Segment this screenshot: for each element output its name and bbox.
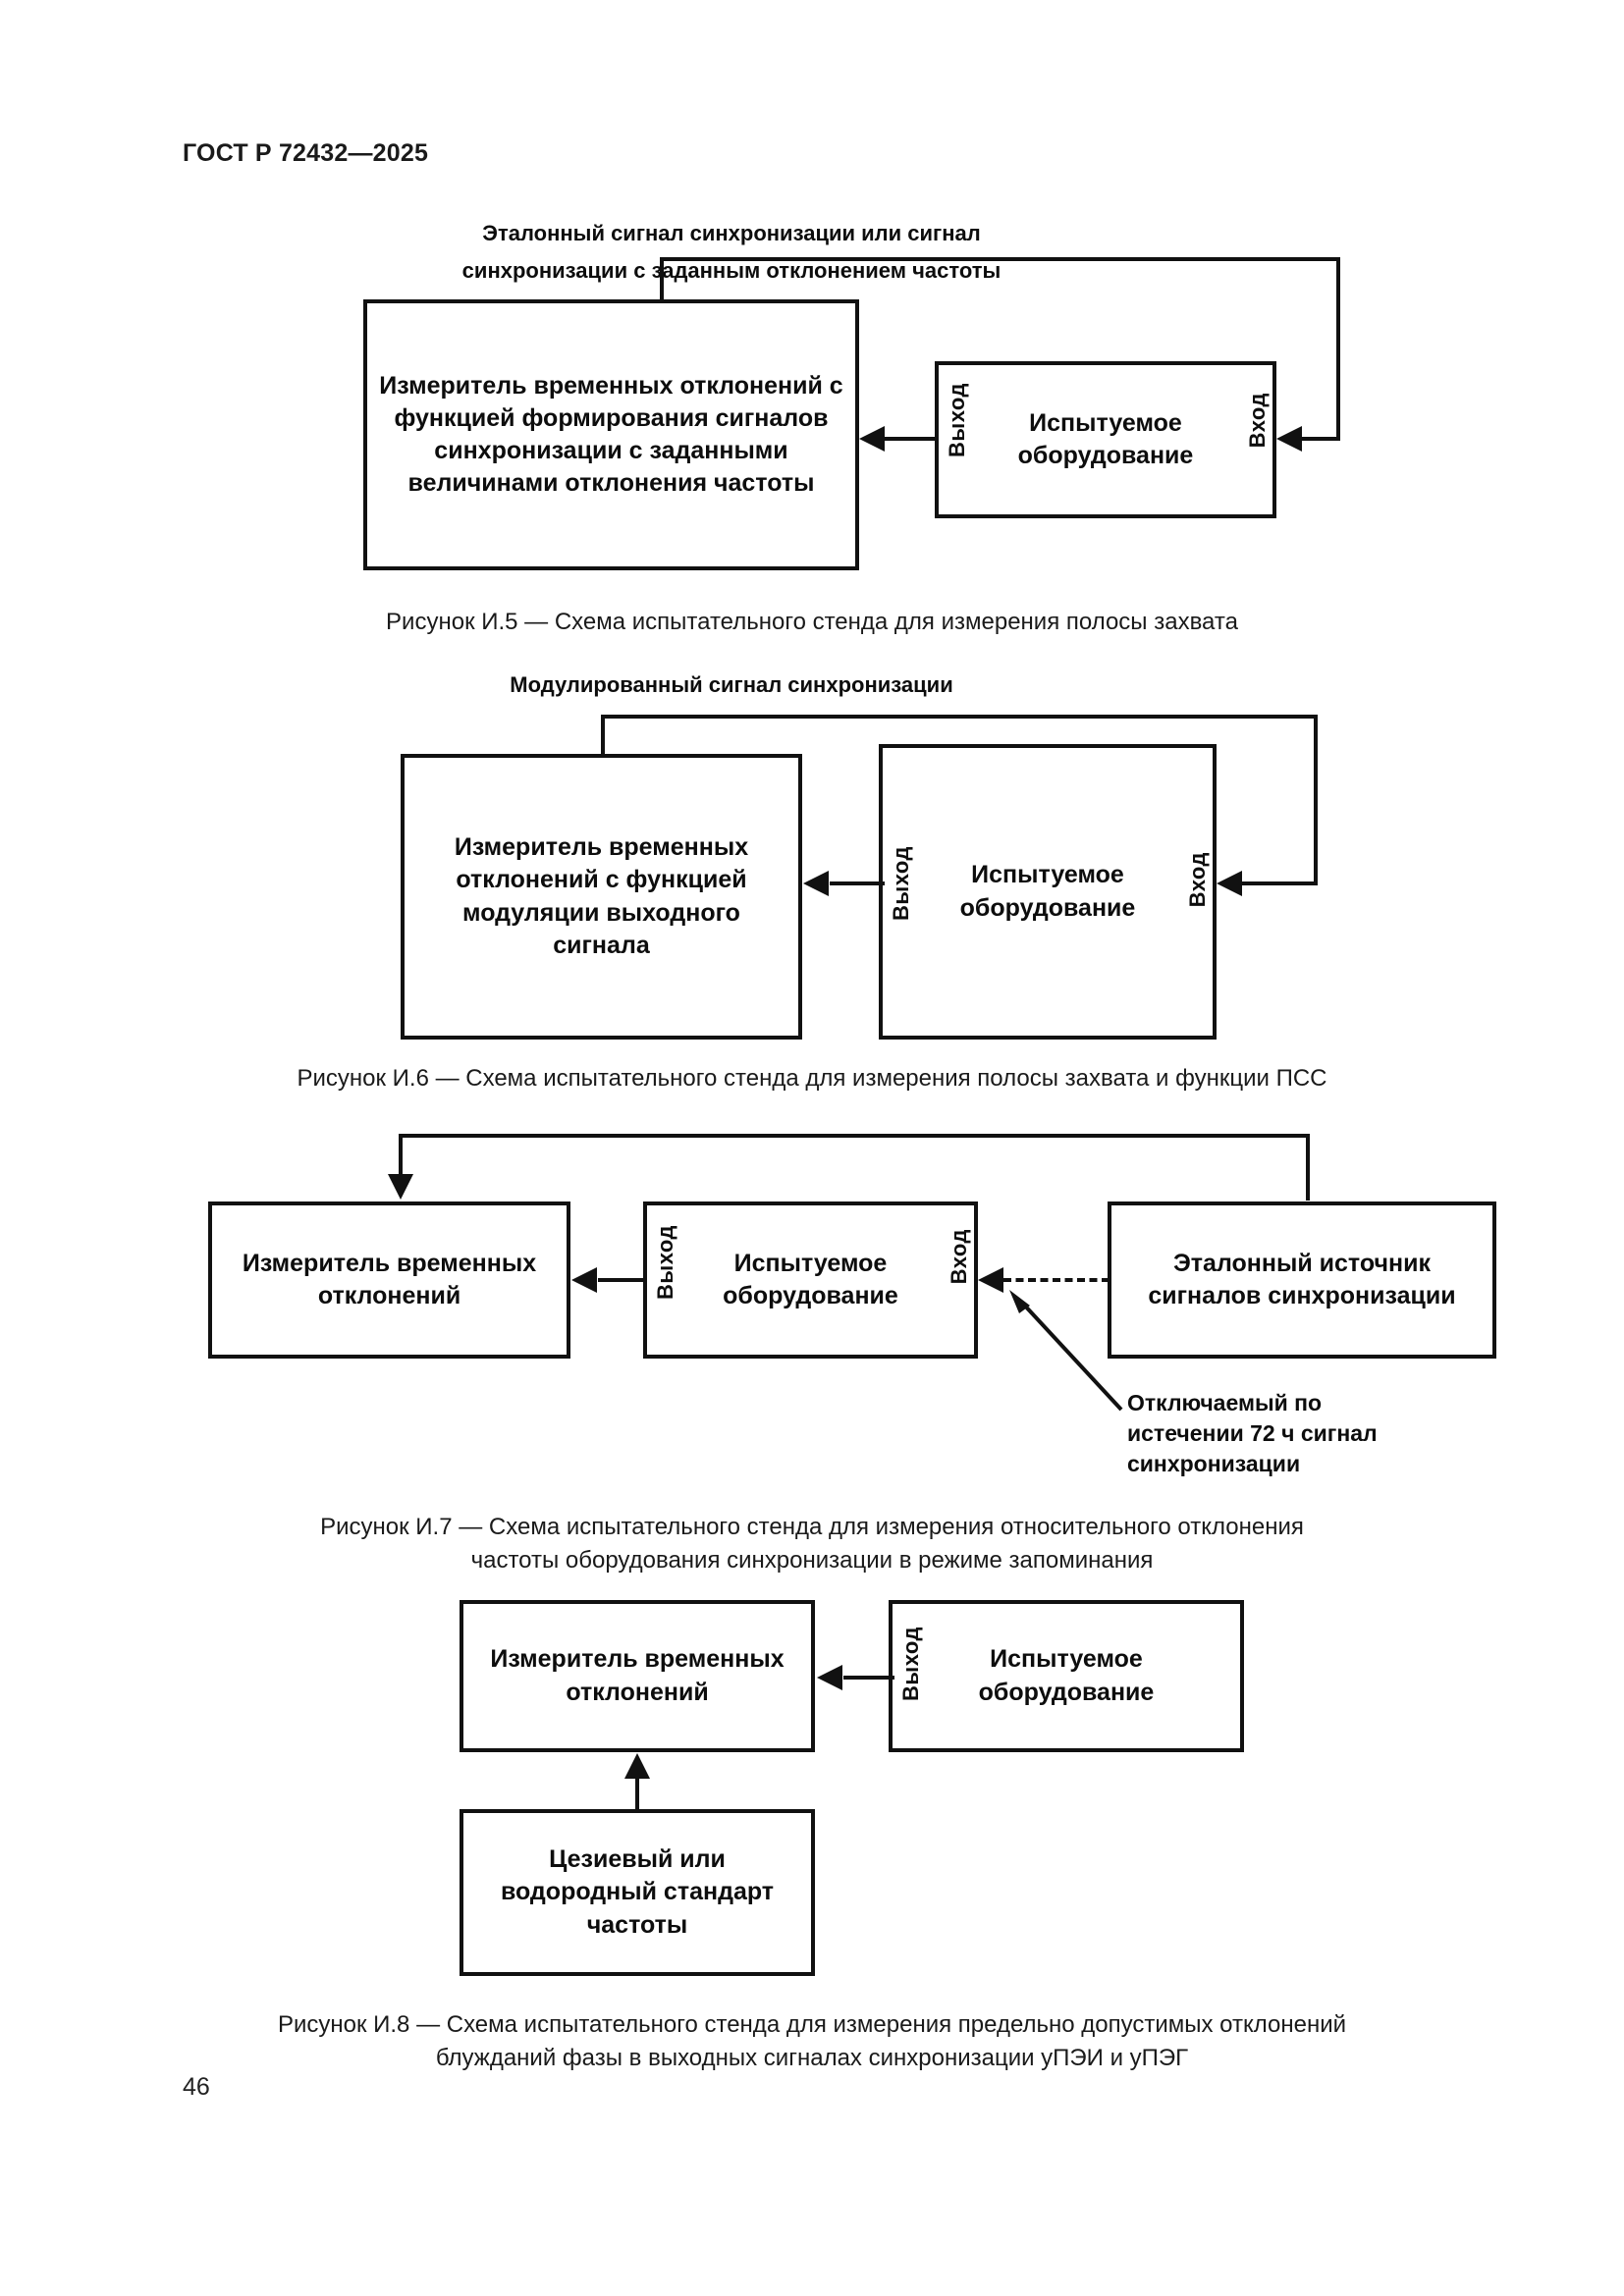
figure-i6-meter-box: Измеритель временных отклонений с функци…	[401, 754, 802, 1040]
figure-i6-caption: Рисунок И.6 — Схема испытательного стенд…	[297, 1065, 1327, 1092]
figure-i7-output-line	[598, 1278, 647, 1282]
figure-i7-meter-box: Измеритель временных отклонений	[208, 1201, 570, 1359]
figure-i5-feedback-top-horizontal	[660, 257, 1340, 261]
figure-i5-input-line	[1302, 437, 1340, 441]
figure-i7-annotation: Отключаемый по истечении 72 ч сигнал син…	[1127, 1390, 1378, 1477]
figure-i7-annotation-leader	[1009, 1290, 1123, 1412]
figure-i8-equipment-box-label: Испытуемое оборудование	[978, 1645, 1155, 1706]
figure-i7-reference-box-label: Эталонный источник сигналов синхронизаци…	[1148, 1249, 1456, 1309]
figure-i5-input-arrowhead	[1276, 426, 1302, 452]
figure-i5-signal-label-line1: Эталонный сигнал синхронизации или сигна…	[482, 221, 981, 245]
figure-i8-standard-box-label: Цезиевый или водородный стандарт частоты	[500, 1845, 775, 1939]
figure-i5-feedback-right-vertical	[1336, 257, 1340, 439]
figure-i8-meter-box-label: Измеритель временных отклонений	[490, 1645, 785, 1706]
figure-i6-meter-box-label: Измеритель временных отклонений с функци…	[454, 833, 749, 959]
figure-i5-signal-label-line2: синхронизации с заданным отклонением час…	[461, 258, 1001, 283]
figure-i8-caption-line2: блужданий фазы в выходных сигналах синхр…	[435, 2045, 1189, 2071]
figure-i8-output-arrowhead	[817, 1665, 842, 1690]
figure-i7-equipment-box-label: Испытуемое оборудование	[723, 1249, 898, 1309]
figure-i7-meter-box-label: Измеритель временных отклонений	[242, 1249, 537, 1309]
standard-header: ГОСТ Р 72432—2025	[183, 139, 429, 167]
figure-i5-caption: Рисунок И.5 — Схема испытательного стенд…	[386, 609, 1238, 635]
figure-i6-feedback-top-horizontal	[601, 715, 1318, 719]
figure-i8-meter-box: Измеритель временных отклонений	[460, 1600, 815, 1752]
figure-i5-feedback-left-vertical	[660, 257, 664, 302]
figure-i7-meter-input-arrowhead	[388, 1174, 413, 1200]
figure-i7-equipment-box: Испытуемое оборудование	[643, 1201, 978, 1359]
figure-i8-output-line	[843, 1676, 894, 1680]
figure-i8-caption-line1: Рисунок И.8 — Схема испытательного стенд…	[277, 2011, 1347, 2038]
figure-i7-sync-arrowhead	[978, 1267, 1003, 1293]
figure-i7-sync-dashed-line	[1003, 1278, 1110, 1282]
figure-i5-diagram: Эталонный сигнал синхронизации или сигна…	[0, 0, 1624, 635]
figure-i6-feedback-left-vertical	[601, 715, 605, 756]
figure-i6-equipment-box-label: Испытуемое оборудование	[959, 861, 1136, 922]
figure-i7-caption-line2: частоты оборудования синхронизации в реж…	[470, 1547, 1154, 1574]
figure-i6-output-line	[830, 881, 885, 885]
figure-i7-diagram: Измеритель временных отклонений Испытуем…	[208, 1134, 1496, 1574]
figure-i8-output-port-label: Выход	[898, 1627, 923, 1701]
figure-i8-standard-line	[635, 1777, 639, 1812]
figure-i8-diagram: Измеритель временных отклонений Испытуем…	[277, 1600, 1347, 2071]
figure-i5-equipment-box-label: Испытуемое оборудование	[1017, 408, 1194, 469]
figure-i5-output-arrowhead	[859, 426, 885, 452]
figure-i8-standard-box: Цезиевый или водородный стандарт частоты	[460, 1809, 815, 1976]
page-number: 46	[183, 2073, 210, 2101]
figure-i6-input-arrowhead	[1217, 871, 1242, 896]
figure-i8-standard-arrowhead	[624, 1753, 650, 1779]
figure-i5-output-line	[884, 437, 939, 441]
figure-i7-caption-line1: Рисунок И.7 — Схема испытательного стенд…	[320, 1514, 1304, 1540]
figure-i7-output-arrowhead	[571, 1267, 597, 1293]
figure-i7-top-horizontal	[399, 1134, 1310, 1138]
figure-i6-signal-label: Модулированный сигнал синхронизации	[510, 672, 953, 697]
figure-i5-meter-box: Измеритель временных отклонений с функци…	[363, 299, 859, 570]
figure-i8-equipment-box: Испытуемое оборудование	[889, 1600, 1244, 1752]
figure-i7-top-left-vertical	[399, 1134, 403, 1180]
figure-i6-equipment-box: Испытуемое оборудование	[879, 744, 1217, 1040]
figure-i7-reference-box: Эталонный источник сигналов синхронизаци…	[1108, 1201, 1496, 1359]
figure-i6-input-line	[1242, 881, 1318, 885]
figure-i5-meter-box-label: Измеритель временных отклонений с функци…	[379, 371, 843, 498]
figure-i6-feedback-right-vertical	[1314, 715, 1318, 883]
figure-i7-top-right-vertical	[1306, 1134, 1310, 1201]
figure-i6-output-arrowhead	[803, 871, 829, 896]
figure-i6-diagram: Модулированный сигнал синхронизации Изме…	[0, 0, 1624, 1099]
